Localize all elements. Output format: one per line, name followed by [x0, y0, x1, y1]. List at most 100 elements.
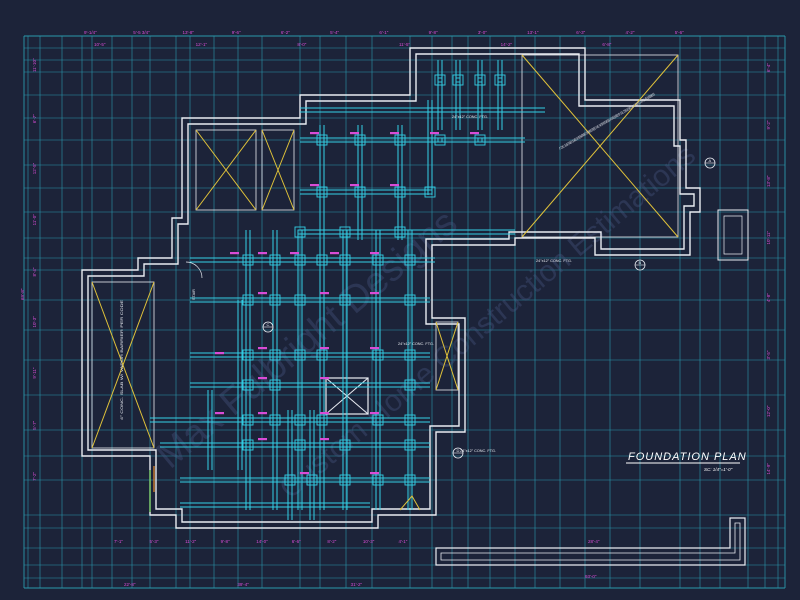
- pier-pad: [339, 294, 351, 306]
- pier-pad: [372, 414, 384, 426]
- bottom-dimension: 9'-8": [221, 539, 230, 544]
- right-dimension: 4'-8": [766, 293, 771, 302]
- bottom-dimension: 10'-3": [363, 539, 375, 544]
- pier-pad: [316, 254, 328, 266]
- footing-label-mark: [370, 292, 379, 295]
- pier-pad: [372, 474, 384, 486]
- bottom-dimension: 7'-1": [114, 539, 123, 544]
- pier-pad: [339, 254, 351, 266]
- pier-post: [297, 297, 303, 303]
- pier-post: [342, 257, 348, 263]
- pier-post: [407, 382, 413, 388]
- top-dimension: 13'-1": [527, 30, 539, 35]
- footing-label-mark: [258, 438, 267, 441]
- pier-post: [437, 137, 443, 143]
- garage-dimension: 28'-4": [588, 539, 600, 544]
- right-dimension: 10'-11": [766, 230, 771, 244]
- footing-note-top: 24"x12" CONC. FTG.: [452, 115, 488, 119]
- top-dimension-2: 12'-1": [196, 42, 208, 47]
- top-dimension: 9'-1/4": [84, 30, 97, 35]
- drawing-scale: SC: 1/4"=1'-0": [704, 467, 733, 472]
- footing-label-mark: [320, 377, 329, 380]
- footing-note-lower: 24"x12" CONC. FTG.: [460, 449, 496, 453]
- foundation-walls: [81, 47, 749, 566]
- slab-top-right: [521, 54, 679, 238]
- right-dimension: 3'-5": [766, 350, 771, 359]
- top-dimension: 13'-8": [182, 30, 194, 35]
- pier-post: [407, 352, 413, 358]
- pier-pad: [242, 254, 254, 266]
- right-dimension: 13'-8": [766, 175, 771, 187]
- pier-pad: [284, 474, 296, 486]
- pier-post: [309, 477, 315, 483]
- outer-foundation-wall: [81, 47, 701, 529]
- pier-post: [245, 382, 251, 388]
- pier-pad: [316, 134, 328, 146]
- top-dimension-2: 11'-5": [399, 42, 411, 47]
- pier-post: [375, 477, 381, 483]
- pier-pad: [404, 379, 416, 391]
- top-dimension-2: 6'-8": [602, 42, 611, 47]
- pier-post: [272, 382, 278, 388]
- inner-foundation-wall: [87, 53, 695, 523]
- pier-pad: [404, 474, 416, 486]
- pier-post: [245, 297, 251, 303]
- pier-pad: [474, 134, 486, 146]
- pier-pad: [434, 134, 446, 146]
- left-dimension: 12'-5": [32, 162, 37, 174]
- pier-pad: [316, 186, 328, 198]
- left-dimension: 7'-2": [32, 472, 37, 481]
- footing-labels: [215, 132, 479, 475]
- top-dimension-2: 8'-0": [297, 42, 306, 47]
- pier-pad: [339, 439, 351, 451]
- pier-post: [342, 442, 348, 448]
- pier-post: [477, 137, 483, 143]
- pier-pad: [316, 349, 328, 361]
- pier-pad: [316, 414, 328, 426]
- slab-diagonal: [435, 321, 459, 391]
- top-dimension: 9'-8": [429, 30, 438, 35]
- left-dimension: 8'-4": [32, 267, 37, 276]
- garage-stem-wall: [435, 517, 746, 566]
- slab-upper-left-2: [261, 129, 295, 211]
- door-swing: [185, 261, 203, 279]
- top-dimension: 3'-0": [478, 30, 487, 35]
- top-dimension: 9'-6": [232, 30, 241, 35]
- footing-label-mark: [370, 412, 379, 415]
- pier-pad: [394, 226, 406, 238]
- pier-post: [497, 77, 503, 83]
- right-dimension: 14'-9": [766, 463, 771, 475]
- footing-label-mark: [258, 347, 267, 350]
- pier-post: [357, 189, 363, 195]
- drawing-title: FOUNDATION PLAN: [628, 451, 747, 463]
- left-dimension: 11'-10": [32, 58, 37, 72]
- footing-label-mark: [390, 132, 399, 135]
- pier-pad: [394, 134, 406, 146]
- pier-pad: [294, 254, 306, 266]
- section-tag-label: D: [457, 448, 460, 453]
- pier-post: [357, 137, 363, 143]
- pier-post: [272, 297, 278, 303]
- right-dimension: 12'-0": [766, 405, 771, 417]
- slab-left-porch: [91, 281, 155, 449]
- pier-post: [272, 257, 278, 263]
- top-dimension: 6'-1": [379, 30, 388, 35]
- pier-post: [287, 477, 293, 483]
- side-pier-wall-inner: [723, 215, 743, 255]
- footing-note-right: 24"x12" CONC. FTG.: [398, 342, 434, 346]
- top-dimension: 6'-2": [281, 30, 290, 35]
- bottom-dimension-2: 22'-8": [124, 582, 136, 587]
- pier-post: [375, 417, 381, 423]
- footing-label-mark: [258, 412, 267, 415]
- footing-grid: [150, 60, 545, 520]
- pier-post: [375, 257, 381, 263]
- pier-post: [407, 257, 413, 263]
- slab-areas: [91, 54, 679, 449]
- footing-label-mark: [258, 252, 267, 255]
- pier-pad: [404, 294, 416, 306]
- pier-pad: [269, 294, 281, 306]
- right-dimension: 9'-2": [766, 120, 771, 129]
- pier-pad: [269, 349, 281, 361]
- pier-post: [427, 189, 433, 195]
